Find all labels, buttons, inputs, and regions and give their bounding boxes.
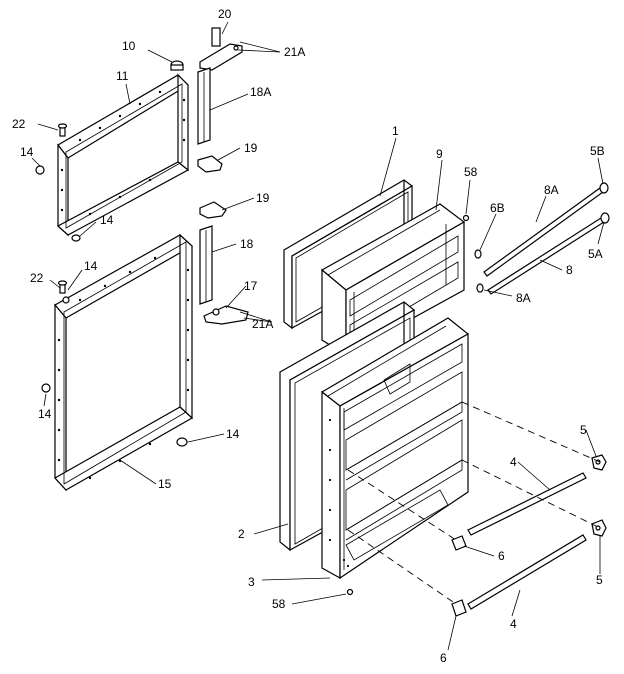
top-hinge bbox=[199, 27, 243, 71]
callout-17: 17 bbox=[244, 279, 258, 293]
fresh-food-door-liner bbox=[320, 317, 470, 580]
center-hinge bbox=[203, 305, 249, 325]
upper-door-rack-rail bbox=[467, 472, 587, 536]
callout-18: 18 bbox=[240, 237, 254, 251]
callout-8a-bot: 8A bbox=[516, 291, 531, 305]
rail-cap-5-bottom bbox=[591, 519, 607, 537]
callout-5-bot: 5 bbox=[596, 573, 603, 587]
plug-e bbox=[176, 437, 188, 447]
plug-d bbox=[41, 383, 51, 393]
screw-mid bbox=[57, 280, 68, 294]
callout-8a-top: 8A bbox=[544, 183, 559, 197]
callout-15: 15 bbox=[158, 477, 172, 491]
rail-cap-5-top bbox=[591, 454, 607, 471]
part-callouts: 20 10 21A 11 18A 22 14 19 1 9 58 5B 14 1… bbox=[12, 7, 605, 665]
callout-6-mid: 6 bbox=[498, 549, 505, 563]
rail-cap-6-bottom bbox=[451, 599, 467, 617]
upper-handle-bar bbox=[197, 67, 211, 145]
callout-6-bot: 6 bbox=[440, 651, 447, 665]
callout-8: 8 bbox=[566, 263, 573, 277]
screw-top bbox=[57, 123, 68, 137]
callout-2: 2 bbox=[238, 527, 245, 541]
hinge-bushing bbox=[170, 60, 184, 71]
callout-21a-bot: 21A bbox=[252, 317, 273, 331]
callout-3: 3 bbox=[248, 575, 255, 589]
freezer-door-frame bbox=[56, 73, 190, 237]
alignment-lines bbox=[347, 401, 601, 605]
rod-end-cap-8a bbox=[476, 283, 484, 293]
callout-19-b: 19 bbox=[256, 191, 270, 205]
callout-22-mid: 22 bbox=[30, 271, 44, 285]
screw-58-bottom bbox=[346, 588, 354, 596]
callout-9: 9 bbox=[436, 147, 443, 161]
rail-cap-6-mid bbox=[451, 535, 467, 551]
callout-1: 1 bbox=[392, 124, 399, 138]
plug-c bbox=[62, 296, 70, 304]
callout-58-bot: 58 bbox=[272, 597, 286, 611]
callout-19-a: 19 bbox=[244, 141, 258, 155]
rod-end-cap-5b bbox=[599, 182, 609, 194]
callout-14-b: 14 bbox=[100, 213, 114, 227]
callout-5-top: 5 bbox=[580, 423, 587, 437]
callout-14-e: 14 bbox=[226, 427, 240, 441]
fresh-food-door-frame bbox=[54, 233, 194, 492]
rod-end-cap-6b bbox=[474, 249, 482, 259]
callout-4-bot: 4 bbox=[510, 617, 517, 631]
rod-end-cap-5a bbox=[600, 212, 610, 224]
callout-58-top: 58 bbox=[464, 165, 478, 179]
callout-20: 20 bbox=[218, 7, 232, 21]
plug-b bbox=[71, 234, 81, 242]
callout-11: 11 bbox=[116, 69, 129, 83]
callout-22-top: 22 bbox=[12, 117, 26, 131]
leader-lines bbox=[31, 21, 605, 651]
callout-14-c: 14 bbox=[84, 259, 98, 273]
callout-14-d: 14 bbox=[38, 407, 52, 421]
screw-58-top bbox=[462, 214, 470, 222]
plug-a bbox=[35, 165, 45, 175]
callout-4-top: 4 bbox=[510, 455, 517, 469]
callout-5b: 5B bbox=[590, 144, 605, 158]
lower-handle-bar bbox=[199, 225, 213, 305]
callout-18a: 18A bbox=[250, 85, 271, 99]
callout-5a: 5A bbox=[588, 247, 603, 261]
upper-handle-cap bbox=[197, 155, 223, 173]
callout-10: 10 bbox=[122, 39, 136, 53]
callout-21a-top: 21A bbox=[284, 45, 305, 59]
callout-6b: 6B bbox=[490, 201, 505, 215]
lower-door-rack-rail bbox=[467, 534, 587, 610]
callout-14-a: 14 bbox=[20, 145, 34, 159]
lower-handle-cap bbox=[199, 201, 227, 219]
